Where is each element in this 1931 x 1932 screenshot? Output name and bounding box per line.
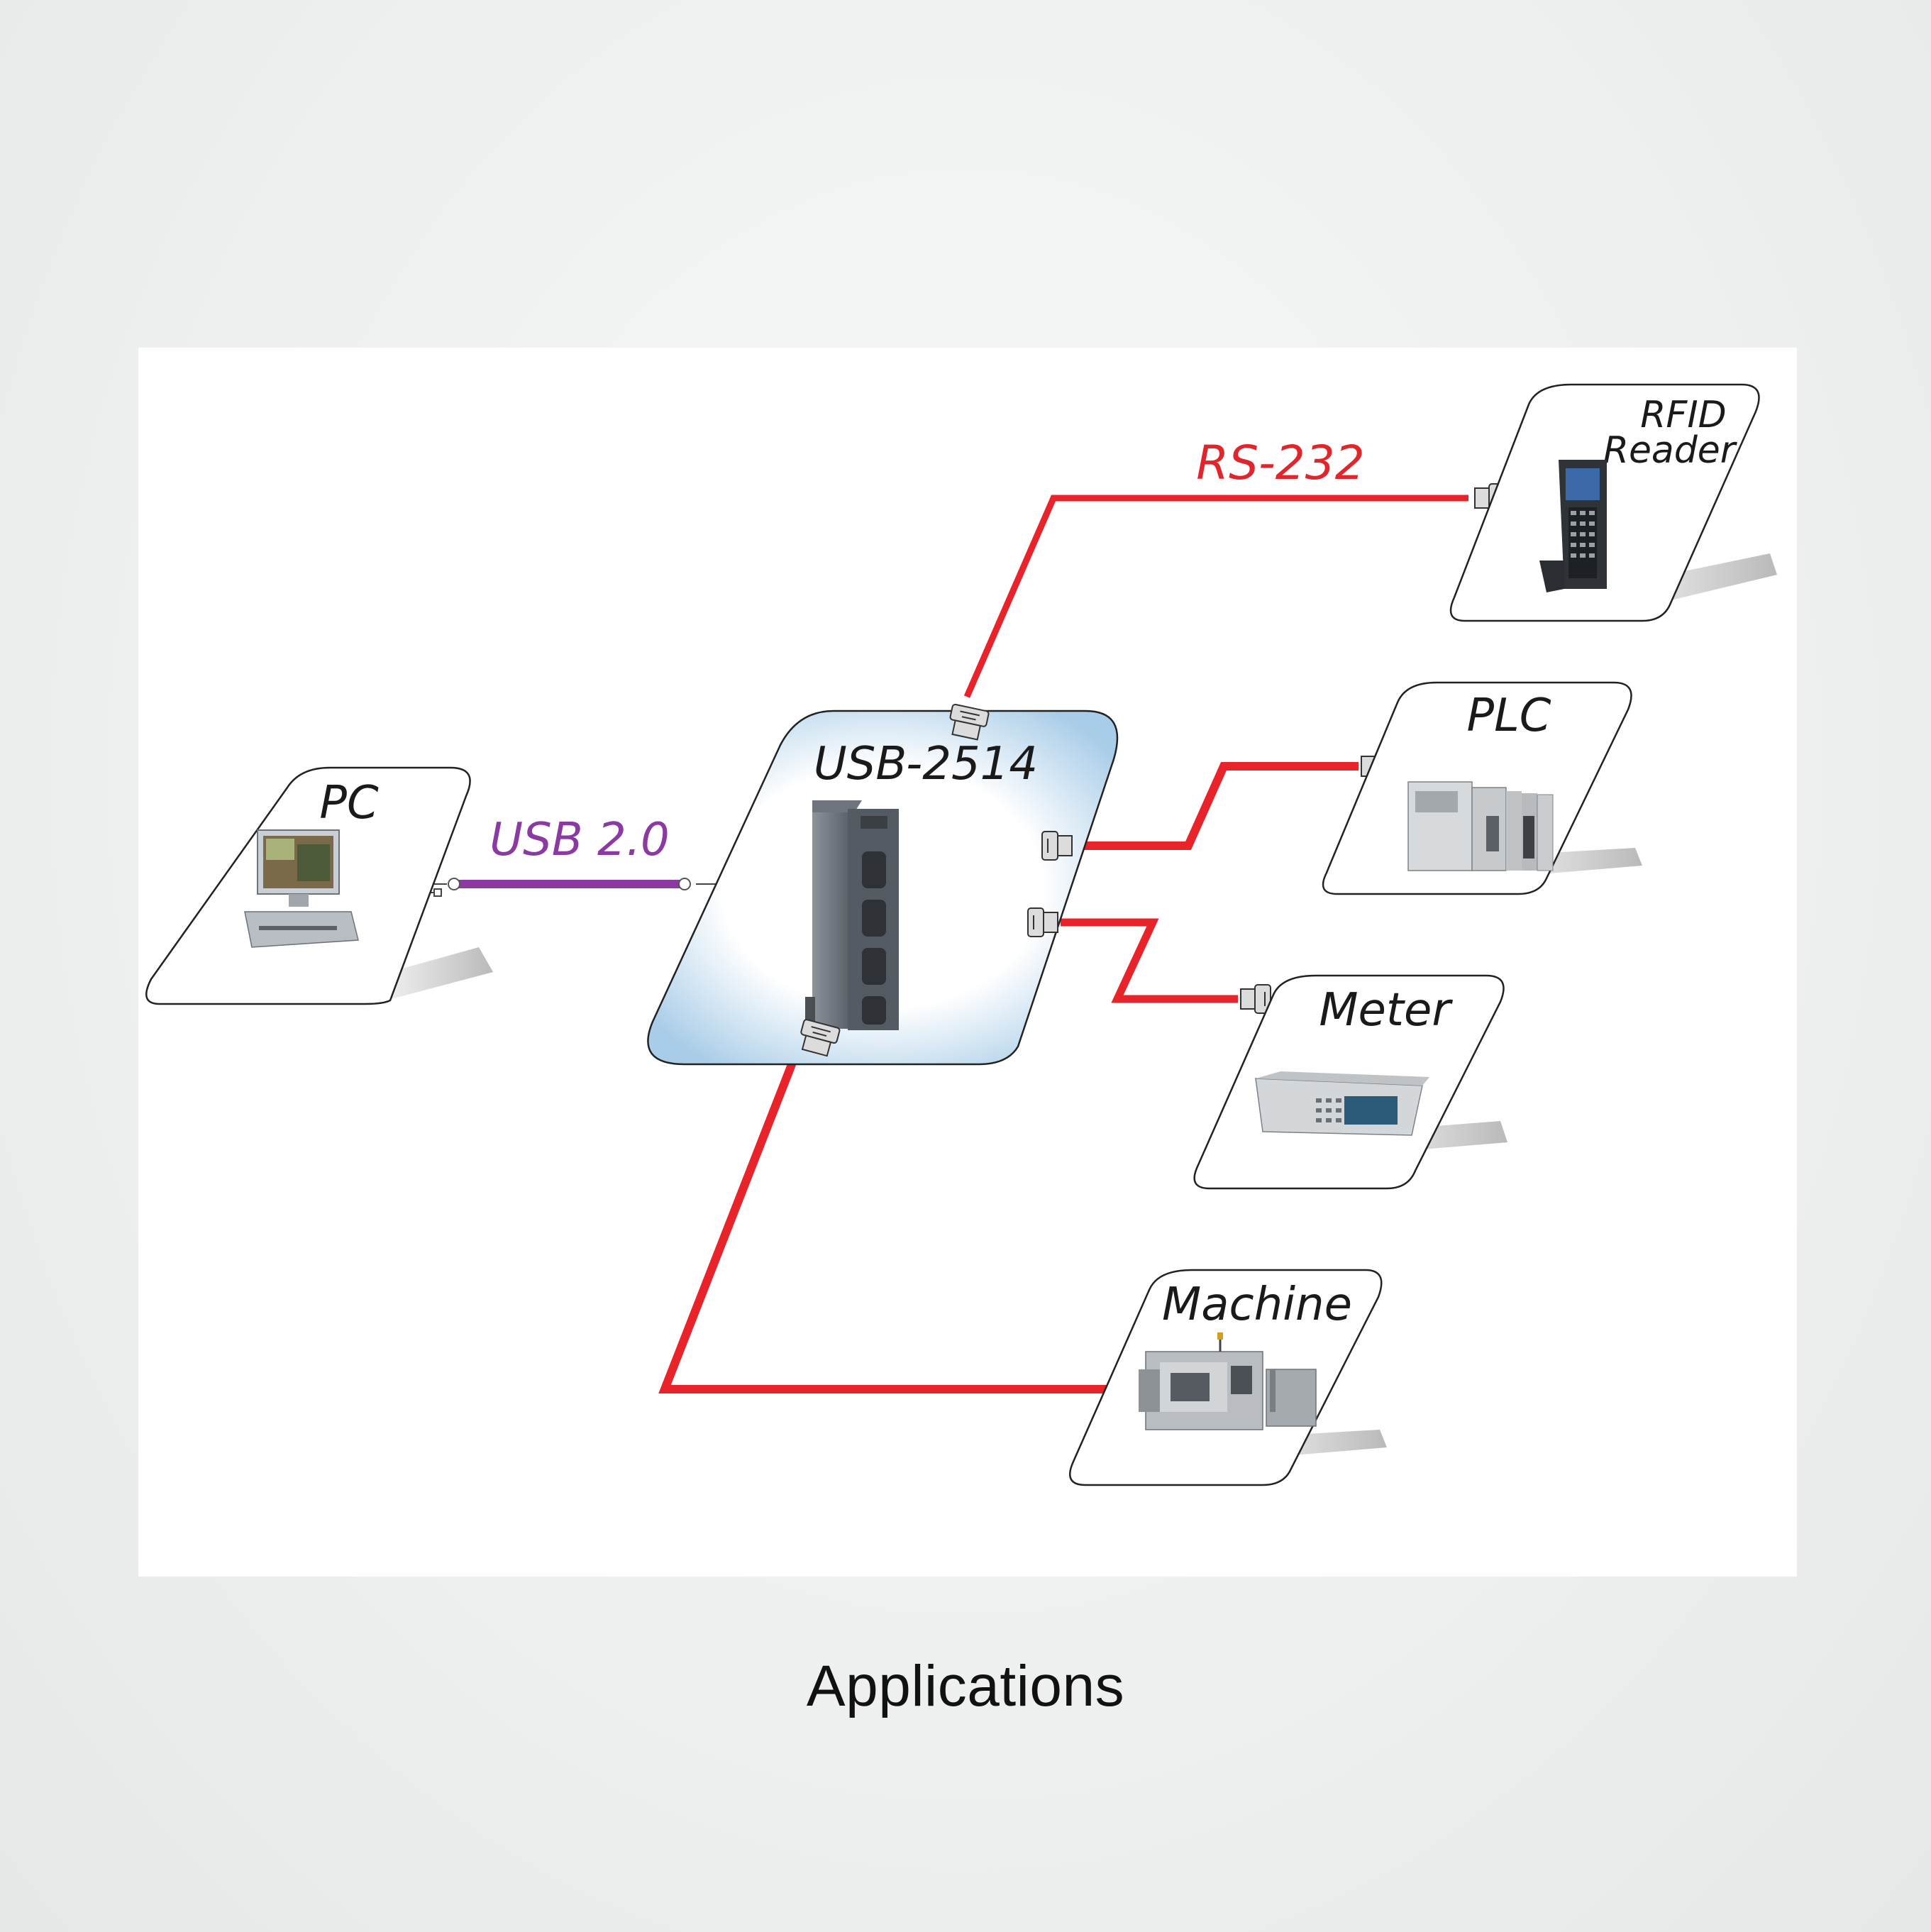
machine-label: Machine: [1162, 1279, 1352, 1331]
rfid-label-line1: RFID: [1640, 394, 1726, 436]
plc-card: PLC: [1322, 681, 1642, 895]
application-diagram: USB-2514: [145, 383, 1777, 1486]
usb-cable: [448, 878, 691, 890]
hub-label: USB-2514: [814, 738, 1038, 790]
rs232-cable-rfid: [963, 495, 1468, 698]
machine-card: Machine: [1069, 1269, 1387, 1486]
pc-card: PC: [145, 766, 493, 1005]
rs232-cable-machine: [658, 1051, 1110, 1393]
rs232-label: RS-232: [1196, 436, 1365, 490]
rs232-cable-meter-path: [1061, 918, 1238, 1003]
hub-card: USB-2514: [647, 710, 1119, 1066]
db9-connector-icon: [1041, 831, 1073, 861]
meter-card: Meter: [1193, 974, 1507, 1190]
usb-label: USB 2.0: [489, 814, 670, 866]
plc-rack-icon: [1407, 781, 1554, 871]
db9-connector-icon: [1240, 984, 1271, 1014]
rfid-label-line2: Reader: [1603, 429, 1738, 472]
plc-label: PLC: [1467, 690, 1551, 742]
db9-connector-icon: [949, 703, 990, 741]
measurement-meter-icon: [1255, 1071, 1429, 1136]
db9-connector-icon: [1027, 907, 1058, 937]
meter-label: Meter: [1319, 984, 1453, 1037]
handheld-rfid-reader-icon: [1539, 460, 1607, 592]
pc-label: PC: [319, 777, 379, 829]
usb-serial-converter-icon: [805, 800, 899, 1030]
db9-connector-icon: [800, 1019, 841, 1057]
diagram-panel: USB-2514: [138, 348, 1797, 1577]
cnc-machine-icon: [1139, 1332, 1317, 1430]
desktop-computer-icon: [244, 829, 359, 948]
caption: Applications: [806, 1654, 1125, 1718]
rfid-card: RFID Reader: [1449, 383, 1777, 622]
rs232-cable-plc: [1080, 762, 1359, 850]
